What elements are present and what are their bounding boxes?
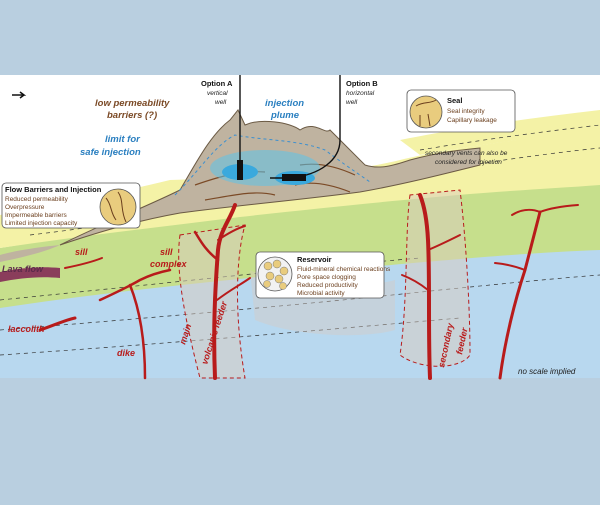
dikes (38, 193, 579, 380)
volcano-flank-left (0, 245, 60, 262)
injection-label-2: plume (270, 110, 300, 121)
lava-flow-band (0, 267, 60, 282)
reservoir-line-3: Reduced productivity (297, 282, 358, 289)
option-a-title: Option A (201, 79, 233, 88)
seal-line-2: Capillary leakage (447, 117, 497, 124)
seal-title: Seal (447, 96, 462, 105)
laccolith-label: laccolith (8, 324, 45, 334)
reservoir-line-4: Microbial activity (297, 290, 345, 297)
flow-line-3: Impermeable barriers (5, 212, 68, 219)
option-a-sub2: well (215, 99, 227, 106)
low-perm-label-2: barriers (?) (107, 110, 157, 121)
flow-line-1: Reduced permeability (5, 196, 69, 203)
secondary-vents-1: secondary vents can also be (425, 150, 508, 157)
seal-line-1: Seal integrity (447, 108, 485, 115)
seal-thumbnail-icon (409, 95, 443, 129)
seal-box: Seal Seal integrity Capillary leakage (406, 89, 516, 133)
sill-complex-label-2: complex (150, 259, 188, 269)
reservoir-title: Reservoir (297, 255, 332, 264)
dike-label: dike (117, 348, 135, 358)
limit-label-2: safe injection (80, 147, 141, 158)
sill-complex-label-1: sill (160, 247, 173, 257)
safe-injection-limit-line (174, 134, 371, 196)
arrow-icon (12, 91, 27, 99)
flow-barrier-thumbnail-icon (99, 188, 137, 226)
secondary-vents-2: considered for injection (435, 159, 502, 166)
no-scale-label: no scale implied (518, 367, 576, 376)
low-perm-label-1: low permeability (95, 98, 170, 109)
reservoir-line-1: Fluid-mineral chemical reactions (297, 266, 391, 273)
flow-line-4: Limited injection capacity (5, 220, 78, 227)
option-b-sub2: well (346, 99, 358, 106)
reservoir-line-2: Pore space clogging (297, 274, 356, 281)
option-a-sub: vertical (207, 90, 228, 97)
injection-label-1: injection (265, 98, 304, 109)
reservoir-box: Reservoir Fluid-mineral chemical reactio… (255, 251, 391, 299)
secondary-feeder-zone (399, 189, 471, 367)
upper-sediment-right (400, 110, 600, 155)
main-feeder-zone (178, 224, 246, 379)
flow-title: Flow Barriers and Injection (5, 185, 102, 194)
vertical-well-perforations (237, 160, 243, 180)
flow-barriers-box: Flow Barriers and Injection Reduced perm… (1, 182, 141, 229)
lava-flow-label: Lava flow (2, 264, 44, 274)
limit-label-1: limit for (105, 134, 141, 145)
sill-label: sill (75, 247, 88, 257)
horizontal-well-perforations (282, 174, 306, 181)
option-b-title: Option B (346, 79, 378, 88)
flow-line-2: Overpressure (5, 204, 45, 211)
option-b-sub: horizontal (346, 90, 375, 97)
